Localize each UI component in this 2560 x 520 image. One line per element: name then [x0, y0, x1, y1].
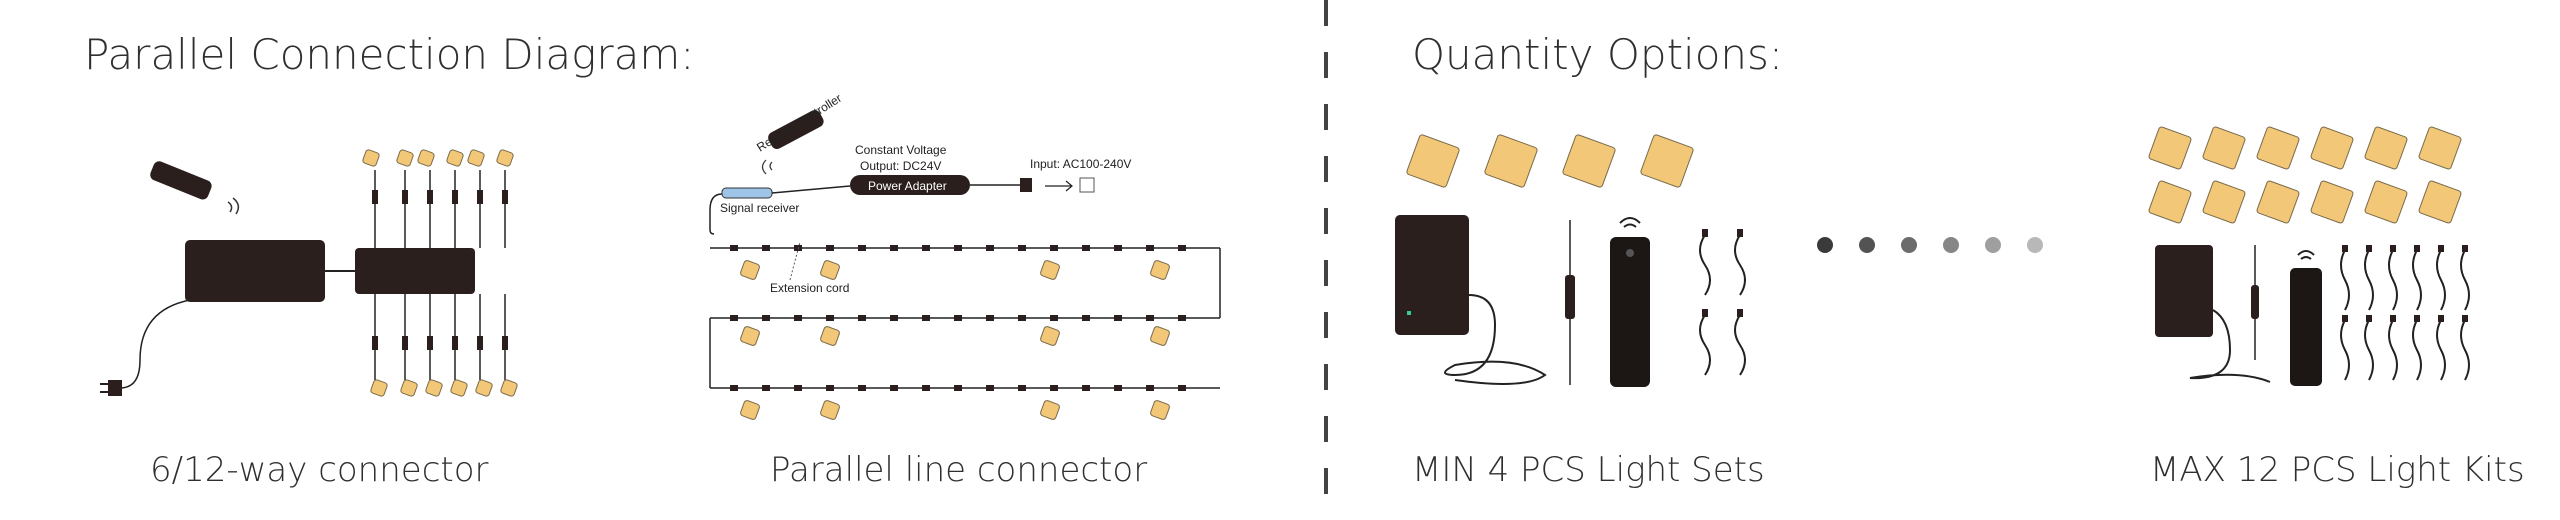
- light-panel-icon: [740, 260, 760, 280]
- light-panel-icon: [450, 379, 468, 397]
- signal-receiver: [721, 187, 773, 199]
- extension-cable-icons: [1699, 229, 1746, 376]
- light-panel-icon: [1040, 400, 1060, 420]
- light-panel-icon: [467, 149, 485, 167]
- min-option-caption: MIN 4 PCS Light Sets: [1412, 450, 1765, 490]
- light-panel-icon: [475, 379, 493, 397]
- light-panel-icon: [2364, 126, 2408, 170]
- light-panel-icon: [1040, 260, 1060, 280]
- remote-controller-label: Remote Controller: [754, 91, 844, 154]
- ellipsis-dots: [1817, 237, 2043, 253]
- light-panel-icons: [2148, 126, 2462, 224]
- light-panel-icon: [425, 379, 443, 397]
- min-kit-illustration: [1395, 134, 1746, 387]
- light-panel-icon: [740, 326, 760, 346]
- light-panel-icon: [1484, 134, 1538, 188]
- hub-box-1: [185, 240, 325, 302]
- light-panel-icon: [446, 149, 464, 167]
- light-panel-icon: [417, 149, 435, 167]
- figure-caption-parallel: Parallel line connector: [770, 450, 1148, 490]
- light-panel-icon: [1040, 326, 1060, 346]
- ellipsis-dot: [1985, 237, 2001, 253]
- power-adapter-box: [850, 175, 970, 195]
- light-chain-rows: [709, 245, 1221, 420]
- power-adapter-label: Power Adapter: [868, 179, 947, 193]
- light-panel-icon: [820, 326, 840, 346]
- wifi-icon: [1619, 217, 1641, 228]
- light-panel-icon: [496, 149, 514, 167]
- light-panel-icon: [500, 379, 518, 397]
- light-panel-icon: [1150, 326, 1170, 346]
- input-label: Input: AC100-240V: [1030, 157, 1131, 171]
- receiver-cable-icon: [1565, 220, 1575, 385]
- light-panel-icon: [2202, 180, 2246, 224]
- remote-controller-icon: [2290, 268, 2322, 386]
- plug-icon: [1020, 178, 1032, 192]
- light-panel-icon: [1150, 260, 1170, 280]
- left-section-title: Parallel Connection Diagram:: [84, 30, 695, 79]
- light-panel-icon: [400, 379, 418, 397]
- light-panel-icon: [2256, 126, 2300, 170]
- light-panel-icon: [2256, 180, 2300, 224]
- light-panel-icon: [2148, 126, 2192, 170]
- wifi-icon: [2297, 250, 2315, 260]
- remote-controller-icon: [1610, 237, 1650, 387]
- light-panel-icon: [820, 400, 840, 420]
- light-panel-icon: [820, 260, 840, 280]
- light-panel-icon: [1406, 134, 1460, 188]
- extension-cord-label: Extension cord: [770, 281, 849, 295]
- six-twelve-way-connector-diagram: [100, 149, 518, 397]
- light-panel-icon: [1150, 400, 1170, 420]
- section-divider: [1324, 0, 1328, 520]
- right-section-title: Quantity Options:: [1412, 30, 1784, 79]
- light-panel-icon: [362, 149, 380, 167]
- wall-socket-icon: [1079, 177, 1095, 193]
- max-option-caption: MAX 12 PCS Light Kits: [2150, 450, 2525, 490]
- ellipsis-dot: [1901, 237, 1917, 253]
- light-panel-icon: [2418, 126, 2462, 170]
- power-adapter-icon: [2155, 245, 2213, 337]
- light-panel-icon: [2418, 180, 2462, 224]
- remote-controller-icon: [768, 110, 824, 149]
- constant-voltage-label: Constant Voltage: [855, 143, 947, 157]
- ellipsis-dot: [2027, 237, 2043, 253]
- light-panel-icon: [2364, 180, 2408, 224]
- ellipsis-dot: [1817, 237, 1833, 253]
- light-panel-icon: [1640, 134, 1694, 188]
- output-label: Output: DC24V: [860, 159, 941, 173]
- light-panel-icon: [2310, 126, 2354, 170]
- light-panel-icon: [1562, 134, 1616, 188]
- light-panel-icon: [396, 149, 414, 167]
- light-panel-icon: [370, 379, 388, 397]
- power-adapter-icon: [1395, 215, 1469, 335]
- plug-icon: [100, 380, 122, 396]
- top-light-branches: [362, 149, 514, 248]
- signal-receiver-label: Signal receiver: [720, 201, 799, 215]
- bottom-light-branches: [370, 294, 518, 397]
- figure-caption-connector: 6/12-way connector: [150, 450, 489, 490]
- ellipsis-dot: [1943, 237, 1959, 253]
- light-panel-icons: [1406, 134, 1694, 188]
- receiver-cable-icon: [2251, 245, 2259, 360]
- hub-box-2: [355, 248, 475, 294]
- remote-controller-icon: [150, 161, 212, 200]
- extension-cable-icons: [2340, 245, 2470, 381]
- light-panel-icon: [2148, 180, 2192, 224]
- light-panel-icon: [2202, 126, 2246, 170]
- light-panel-icon: [740, 400, 760, 420]
- ellipsis-dot: [1859, 237, 1875, 253]
- light-panel-icon: [2310, 180, 2354, 224]
- parallel-line-connector-diagram: Remote Controller Constant Voltage Outpu…: [709, 91, 1221, 420]
- max-kit-illustration: [2148, 126, 2470, 386]
